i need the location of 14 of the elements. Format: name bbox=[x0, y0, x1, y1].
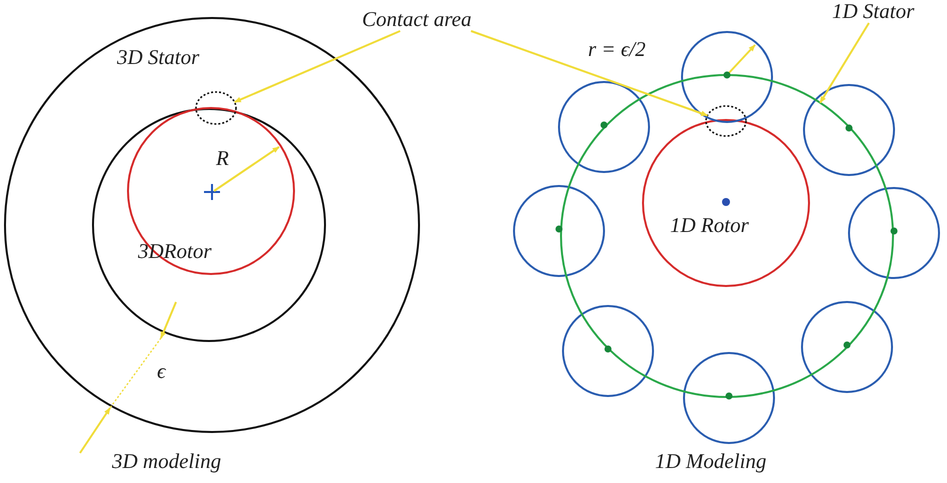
part-label: 1D Modeling bbox=[655, 450, 766, 474]
part-label: 1D Rotor bbox=[670, 214, 749, 238]
leader-line bbox=[470, 30, 708, 116]
part-label: r = ϵ/2 bbox=[588, 38, 646, 62]
part-label: ϵ bbox=[157, 360, 166, 384]
leader-line bbox=[819, 22, 870, 104]
part-label: 3D modeling bbox=[112, 450, 222, 474]
part-label: 3D Stator bbox=[117, 46, 200, 70]
leader-line bbox=[234, 30, 401, 104]
contact-ellipse bbox=[195, 91, 237, 125]
stator-circle bbox=[560, 74, 894, 398]
callout-label: Contact area bbox=[362, 8, 472, 32]
part-label: R bbox=[216, 147, 229, 170]
callout-label: 1D Stator bbox=[832, 0, 914, 24]
